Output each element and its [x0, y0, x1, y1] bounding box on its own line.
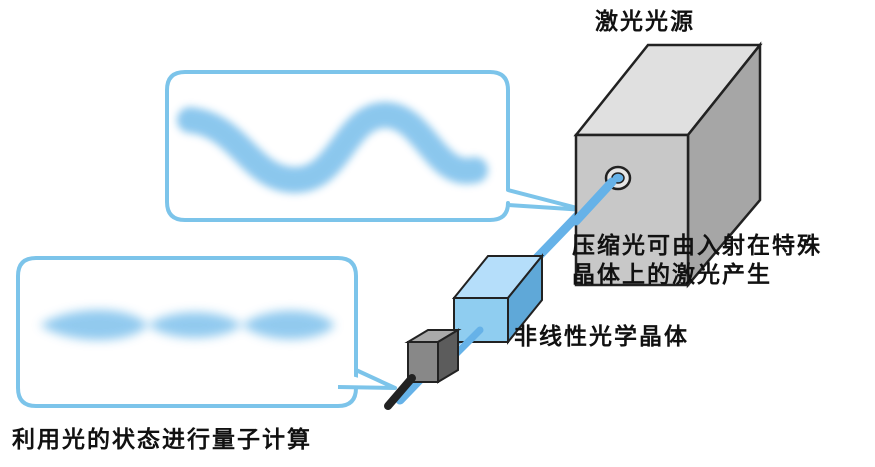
- wave-bubble-bottom: [16, 256, 397, 408]
- wave-bubble-top: [165, 70, 587, 222]
- bubble-tail-bottom: [337, 368, 397, 390]
- output-rod: [384, 374, 416, 410]
- sine-wave-graphic: [177, 101, 488, 194]
- squeezed-wave-graphic: [40, 310, 335, 340]
- nonlinear-crystal: [451, 253, 545, 345]
- laser-source-box: [573, 41, 763, 289]
- label-squeezed-light: 压缩光可由入射在特殊 晶体上的激光产生: [572, 232, 822, 290]
- label-laser-source: 激光光源: [595, 9, 695, 35]
- label-squeezed-light-line2: 晶体上的激光产生: [572, 261, 772, 288]
- label-nonlinear-crystal: 非线性光学晶体: [514, 324, 689, 350]
- beam-between-crystal-detector: [451, 326, 484, 359]
- label-squeezed-light-line1: 压缩光可由入射在特殊: [572, 233, 822, 259]
- bubble-tail-bottom-fill: [330, 370, 395, 388]
- detector-block: [404, 328, 462, 384]
- label-quantum-computing: 利用光的状态进行量子计算: [12, 427, 312, 453]
- laser-beam-exit: [571, 177, 617, 226]
